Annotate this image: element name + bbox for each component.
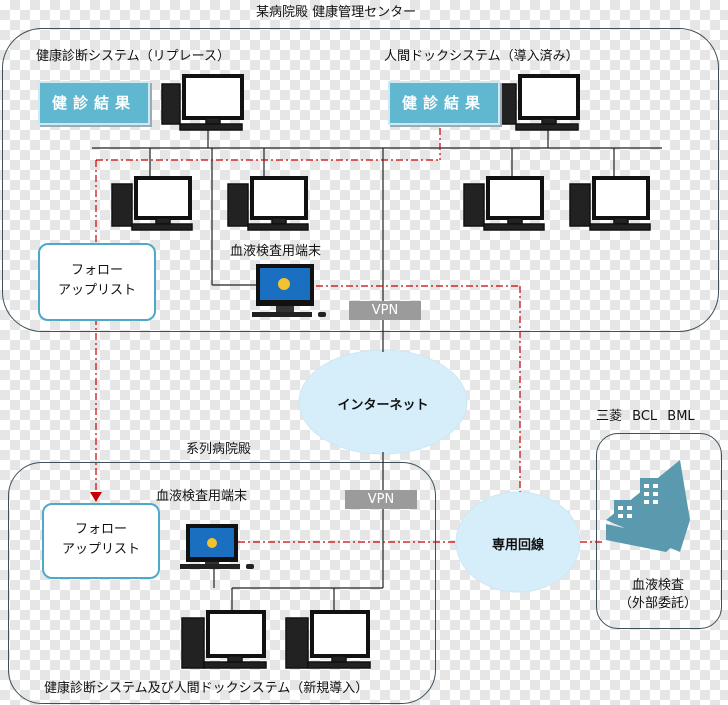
arrow-head <box>90 492 102 502</box>
bottom-system-label: 健康診断システム及び人間ドックシステム（新規導入） <box>44 681 369 696</box>
center-title: 某病院殿 健康管理センター <box>256 5 417 20</box>
blood-test-line2: （外部委託） <box>618 596 697 611</box>
kenshin-result-badge-left: 健診結果 <box>38 81 150 125</box>
follow-line2: アップリスト <box>57 283 136 298</box>
lab-building-icon <box>606 460 690 552</box>
follow-line1: フォロー <box>70 263 123 278</box>
desktop-computer-icons <box>111 74 651 669</box>
follow-line2: アップリスト <box>61 542 140 557</box>
vpn-badge-bottom: VPN <box>345 490 417 509</box>
dedicated-line-label: 専用回線 <box>491 538 544 553</box>
blood-test-line1: 血液検査 <box>631 578 684 593</box>
branch-hospital-panel <box>8 462 436 704</box>
blood-terminal-label-top: 血液検査用端末 <box>230 244 322 259</box>
kenshin-system-label: 健康診断システム（リプレース） <box>36 49 230 64</box>
branch-hospital-label: 系列病院殿 <box>186 442 252 457</box>
follow-up-list-top: フォロー アップリスト <box>38 243 156 321</box>
lab-companies-label: 三菱 BCL BML <box>596 409 695 424</box>
lab-panel <box>596 433 722 629</box>
health-center-panel <box>2 28 719 332</box>
dock-system-label: 人間ドックシステム（導入済み） <box>384 49 579 64</box>
blood-terminal-icon-bottom <box>180 524 254 569</box>
kenshin-result-badge-right: 健診結果 <box>388 81 500 125</box>
blood-terminal-label-bottom: 血液検査用端末 <box>156 489 248 504</box>
internet-label: インターネット <box>337 398 429 413</box>
follow-up-list-bottom: フォロー アップリスト <box>42 503 160 579</box>
blood-terminal-icon-top <box>252 264 326 317</box>
vpn-badge-top: VPN <box>349 301 421 320</box>
follow-line1: フォロー <box>74 522 127 537</box>
